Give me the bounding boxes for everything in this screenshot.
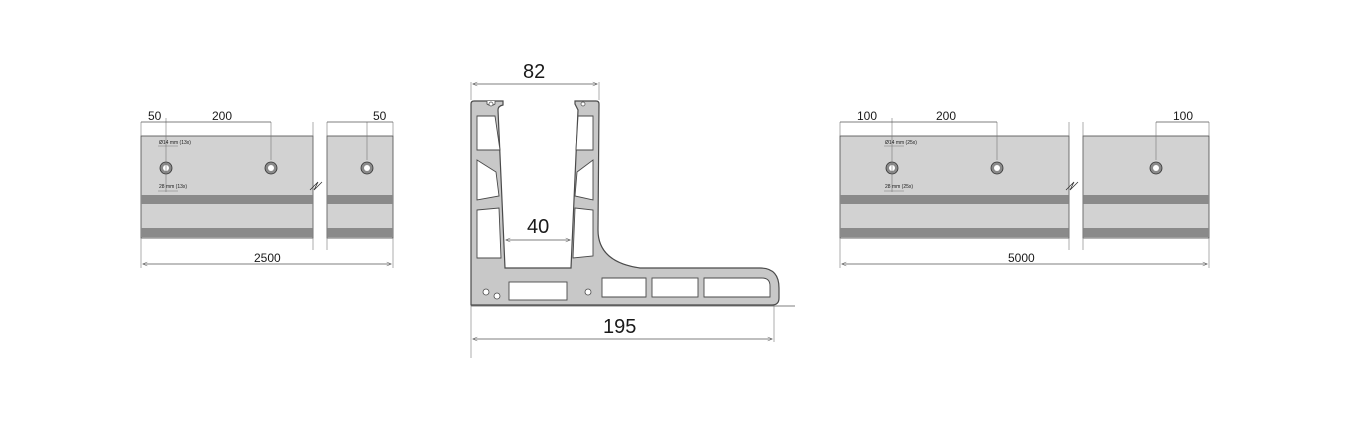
- right-rail-segment-2: [1082, 135, 1210, 239]
- profile-dim-channel: 40: [527, 216, 549, 238]
- profile-dim-top-width: 82: [523, 61, 545, 83]
- left-dim-total: 2500: [254, 251, 281, 265]
- profile-body: [470, 100, 780, 306]
- left-dim-offset-left: 50: [148, 109, 162, 123]
- left-rail-groove-bottom: [141, 228, 313, 237]
- left-rail-segment-1: [140, 135, 314, 239]
- left-hole-2: [264, 161, 278, 175]
- profile-dim-base: 195: [603, 316, 636, 338]
- left-rail-groove-top: [141, 195, 313, 204]
- right-rail-segment-1: [839, 135, 1070, 239]
- left-spacing-note: 28 mm (13x): [159, 184, 187, 190]
- right-rail-groove-top: [840, 195, 1069, 204]
- right-spacing-note: 28 mm (25x): [885, 184, 913, 190]
- right-dim-offset-left: 100: [857, 109, 877, 123]
- right-rail-groove-bottom-2: [1083, 228, 1209, 237]
- right-rail-drawing: [839, 118, 1210, 268]
- left-dim-spacing: 200: [212, 109, 232, 123]
- left-hole-3: [360, 161, 374, 175]
- right-hole-note: Ø14 mm (25x): [885, 140, 917, 146]
- right-rail-groove-bottom: [840, 228, 1069, 237]
- left-rail-drawing: [140, 118, 394, 268]
- left-dim-offset-right: 50: [373, 109, 387, 123]
- left-rail-groove-top-2: [327, 195, 393, 204]
- left-hole-note: Ø14 mm (13x): [159, 140, 191, 146]
- right-dim-total: 5000: [1008, 251, 1035, 265]
- right-hole-2: [990, 161, 1004, 175]
- left-break-symbol: [309, 181, 323, 191]
- right-dim-spacing: 200: [936, 109, 956, 123]
- left-rail-segment-2: [326, 135, 394, 239]
- right-rail-groove-top-2: [1083, 195, 1209, 204]
- profile-cross-section: [470, 81, 795, 358]
- left-rail-groove-bottom-2: [327, 228, 393, 237]
- right-break-symbol: [1065, 181, 1079, 191]
- right-dim-offset-right: 100: [1173, 109, 1193, 123]
- right-hole-3: [1149, 161, 1163, 175]
